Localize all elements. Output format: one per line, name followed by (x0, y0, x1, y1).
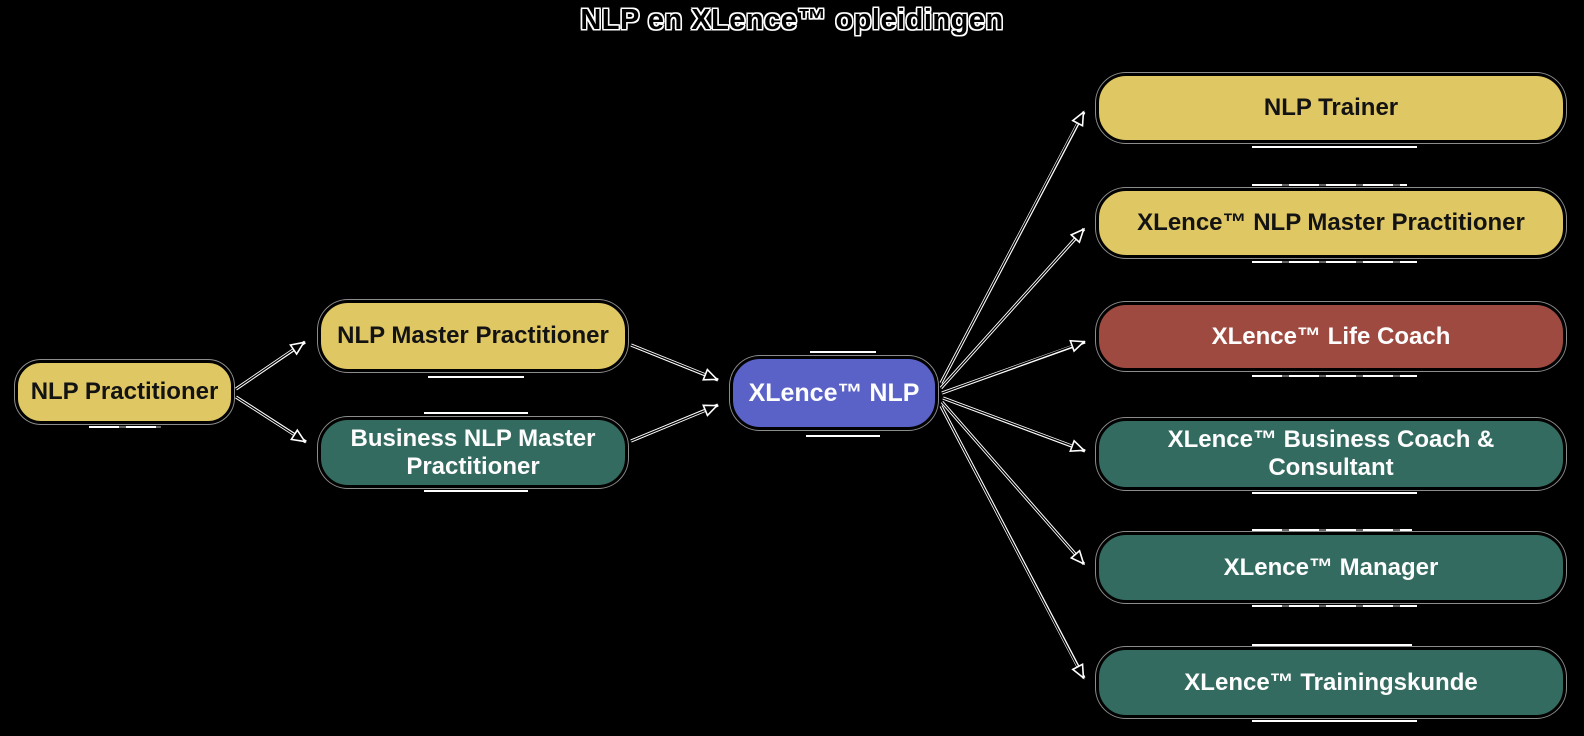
node-label: XLence™ NLP (748, 378, 920, 407)
node-xlence-trainingskunde: XLence™ Trainingskunde (1096, 647, 1566, 718)
node-label: XLence™ Business Coach & Consultant (1167, 426, 1495, 481)
text-halo-line (1252, 605, 1417, 607)
node-nlp-practitioner: NLP Practitioner (15, 360, 234, 424)
node-xlence-manager: XLence™ Manager (1096, 532, 1566, 603)
edge-xlencenlp-to-trainingskunde (939, 405, 1086, 680)
edge-business-to-xlencenlp (630, 403, 719, 443)
text-halo-line (1252, 375, 1417, 377)
node-business-nlp-master: Business NLP Master Practitioner (318, 417, 628, 488)
node-nlp-master-practitioner: NLP Master Practitioner (318, 300, 628, 372)
text-halo-line (424, 490, 528, 492)
edge-practitioner-to-master (235, 340, 306, 391)
node-label: NLP Practitioner (30, 378, 219, 406)
node-label: XLence™ NLP Master Practitioner (1137, 209, 1525, 237)
text-halo-line (1252, 529, 1412, 531)
text-halo-line (1252, 184, 1407, 186)
text-halo-line (810, 351, 876, 353)
node-xlence-nlp-master: XLence™ NLP Master Practitioner (1096, 188, 1566, 258)
text-halo-line (1252, 492, 1417, 494)
node-label: NLP Master Practitioner (337, 322, 609, 350)
edge-xlencenlp-to-businesscoach (942, 396, 1086, 453)
edge-xlencenlp-to-trainer (939, 110, 1086, 384)
text-halo-line (424, 412, 528, 414)
node-label: XLence™ Manager (1223, 553, 1439, 581)
text-halo-line (428, 376, 524, 378)
text-halo-line (1252, 644, 1412, 646)
node-label: XLence™ Trainingskunde (1184, 668, 1478, 696)
edge-xlencenlp-to-nlpmaster (939, 227, 1086, 390)
node-label: NLP Trainer (1263, 94, 1399, 122)
node-xlence-life-coach: XLence™ Life Coach (1096, 302, 1566, 371)
edge-xlencenlp-to-lifecoach (941, 339, 1086, 395)
text-halo-line (806, 435, 880, 437)
text-halo-line (1252, 720, 1417, 722)
node-xlence-nlp: XLence™ NLP (730, 356, 938, 430)
node-xlence-business-coach: XLence™ Business Coach & Consultant (1096, 418, 1566, 490)
diagram-title: NLP en XLence™ opleidingen (580, 4, 1004, 36)
node-nlp-trainer: NLP Trainer (1096, 73, 1566, 143)
edge-xlencenlp-to-manager (940, 400, 1086, 566)
text-halo-line (1252, 146, 1417, 148)
node-label: Business NLP Master Practitioner (350, 424, 596, 480)
text-halo-line (89, 426, 161, 428)
edge-practitioner-to-business (235, 395, 307, 444)
edge-master-to-xlencenlp (630, 343, 719, 382)
text-halo-line (1252, 261, 1417, 263)
node-label: XLence™ Life Coach (1211, 322, 1451, 350)
